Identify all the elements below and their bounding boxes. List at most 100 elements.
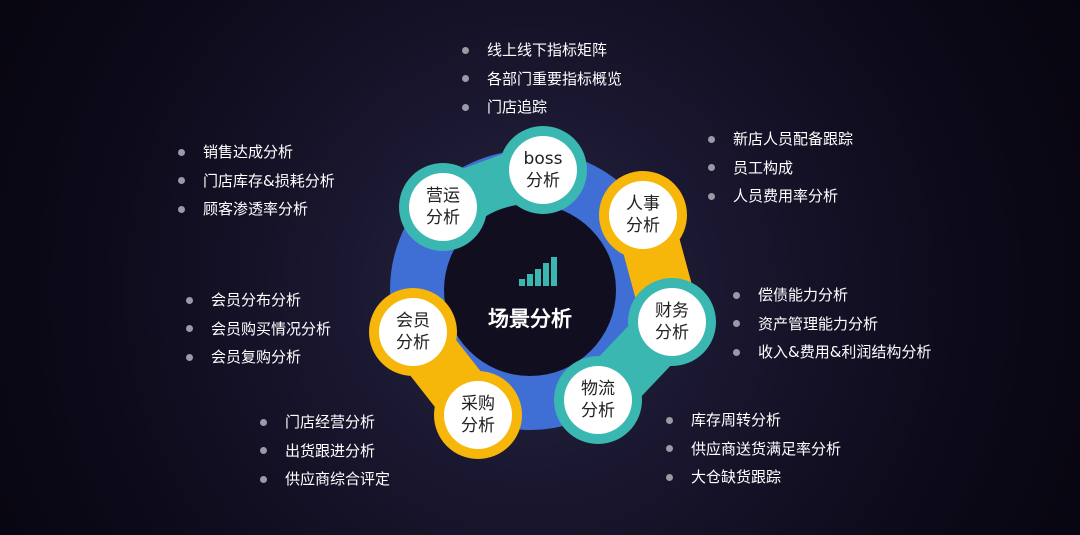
bullet-icon [733,348,740,356]
list-item: 收入&费用&利润结构分析 [733,338,931,367]
list-item: 门店经营分析 [260,408,390,437]
node-label-line: 会员 [396,311,430,331]
node-yingyun [399,163,487,251]
list-item: 线上线下指标矩阵 [462,36,622,65]
list-renshi: 新店人员配备跟踪员工构成人员费用率分析 [708,125,853,211]
list-item: 门店库存&损耗分析 [178,167,335,196]
bullet-icon [462,103,469,111]
bullet-icon [186,325,193,333]
ring-center-hole [444,204,616,376]
node-wuliu [554,356,642,444]
list-item: 供应商送货满足率分析 [666,435,841,464]
list-item-text: 线上线下指标矩阵 [487,41,608,59]
list-item-text: 会员复购分析 [211,348,302,366]
node-label-line: 分析 [461,416,495,436]
node-boss [499,126,587,214]
list-item-text: 门店经营分析 [285,413,376,431]
list-item-text: 销售达成分析 [203,143,294,161]
node-huiyuan [369,288,457,376]
list-item-text: 库存周转分析 [691,411,782,429]
list-item-text: 资产管理能力分析 [758,314,879,333]
node-renshi [599,171,687,259]
node-label-line: 分析 [426,208,460,228]
list-item-text: 顾客渗透率分析 [203,200,309,218]
node-disc [409,173,477,241]
list-yingyun: 销售达成分析门店库存&损耗分析顾客渗透率分析 [178,138,335,224]
node-label-line: 采购 [461,394,495,414]
list-item: 人员费用率分析 [708,182,853,211]
bullet-icon [666,445,673,453]
list-item-text: 出货跟进分析 [285,441,376,460]
node-label-yingyun: 营运分析 [408,185,478,229]
node-label-line: boss [523,149,563,169]
node-label-line: 分析 [626,216,660,236]
node-label-line: 分析 [396,333,430,353]
list-caigou: 门店经营分析出货跟进分析供应商综合评定 [260,408,390,494]
bullet-icon [260,447,267,455]
node-label-line: 分析 [655,323,689,343]
list-item-text: 供应商送货满足率分析 [691,439,842,458]
bullet-icon [666,416,673,424]
bullet-icon [186,296,193,304]
list-item: 新店人员配备跟踪 [708,125,853,154]
bar-chart-icon [519,257,557,286]
list-item-text: 偿债能力分析 [758,286,849,304]
list-item: 库存周转分析 [666,406,841,435]
list-item-text: 大仓缺货跟踪 [691,468,782,486]
list-caiwu: 偿债能力分析资产管理能力分析收入&费用&利润结构分析 [733,281,931,367]
bullet-icon [178,177,185,185]
node-caiwu [628,278,716,366]
list-item-text: 会员购买情况分析 [211,319,332,338]
node-disc [609,181,677,249]
list-item: 出货跟进分析 [260,437,390,466]
node-label-line: 财务 [655,301,689,321]
list-wuliu: 库存周转分析供应商送货满足率分析大仓缺货跟踪 [666,406,841,492]
list-item: 偿债能力分析 [733,281,931,310]
list-item: 供应商综合评定 [260,465,390,494]
node-disc [638,288,706,356]
list-item: 门店追踪 [462,93,622,122]
list-item-text: 员工构成 [733,158,794,177]
list-huiyuan: 会员分布分析会员购买情况分析会员复购分析 [186,286,331,372]
list-item: 会员复购分析 [186,343,331,372]
list-item: 大仓缺货跟踪 [666,463,841,492]
list-item-text: 门店库存&损耗分析 [203,171,335,190]
bullet-icon [260,475,267,483]
list-item-text: 门店追踪 [487,98,548,116]
node-label-line: 人事 [626,194,660,214]
list-item-text: 各部门重要指标概览 [487,69,623,88]
list-item: 顾客渗透率分析 [178,195,335,224]
bullet-icon [733,291,740,299]
node-disc [444,381,512,449]
node-label-huiyuan: 会员分析 [378,310,448,354]
bullet-icon [186,353,193,361]
node-label-line: 分析 [581,401,615,421]
node-caigou [434,371,522,459]
node-label-caigou: 采购分析 [443,393,513,437]
list-item-text: 人员费用率分析 [733,187,839,205]
node-label-line: 营运 [426,186,460,206]
node-label-line: 分析 [526,171,560,191]
node-label-caiwu: 财务分析 [637,300,707,344]
list-item-text: 新店人员配备跟踪 [733,130,854,148]
list-item-text: 收入&费用&利润结构分析 [758,343,932,361]
bullet-icon [178,148,185,156]
bullet-icon [708,164,715,172]
bullet-icon [462,46,469,54]
node-label-line: 物流 [581,379,615,399]
node-disc [564,366,632,434]
node-disc [379,298,447,366]
list-item-text: 供应商综合评定 [285,470,391,488]
center-title: 场景分析 [488,307,572,331]
list-boss: 线上线下指标矩阵各部门重要指标概览门店追踪 [462,36,622,122]
list-item: 各部门重要指标概览 [462,65,622,94]
list-item: 资产管理能力分析 [733,310,931,339]
list-item: 会员购买情况分析 [186,315,331,344]
bullet-icon [462,75,469,83]
bullet-icon [708,135,715,143]
node-disc [509,136,577,204]
list-item: 销售达成分析 [178,138,335,167]
bullet-icon [260,418,267,426]
list-item-text: 会员分布分析 [211,291,302,309]
